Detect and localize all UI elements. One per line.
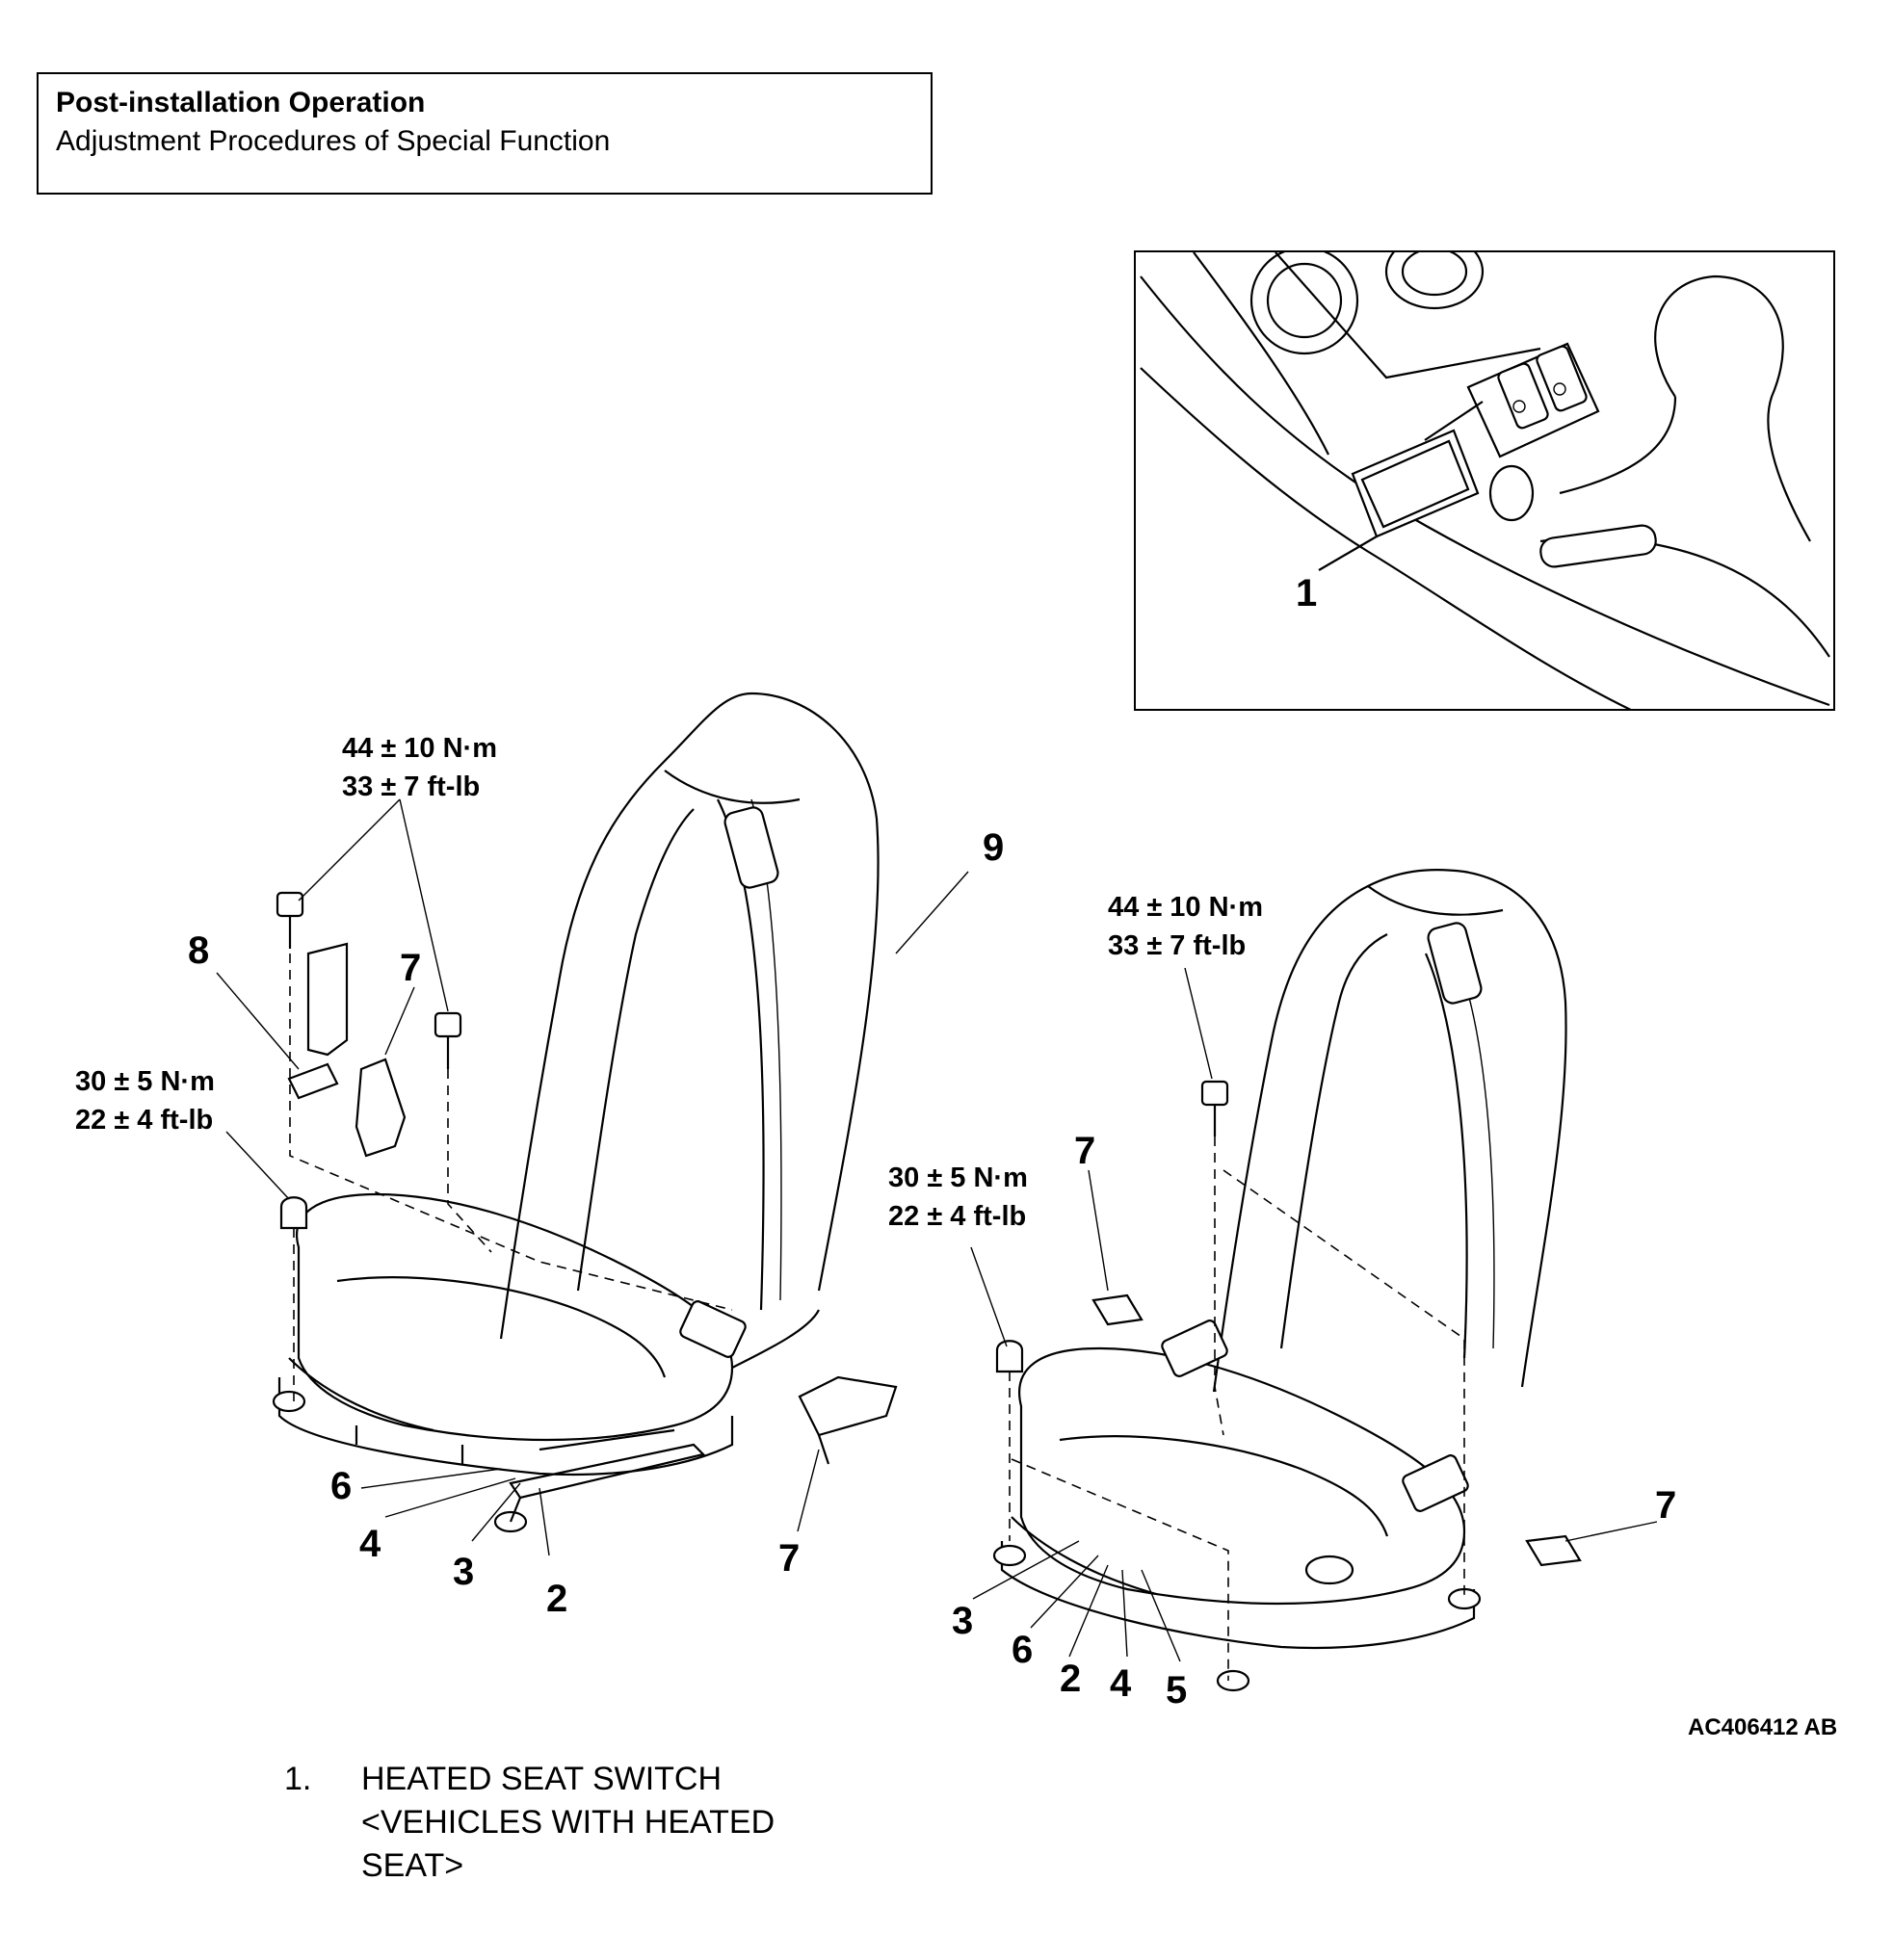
callout-6-left: 6 (330, 1465, 353, 1507)
callout-5-right: 5 (1166, 1669, 1188, 1712)
seat-assembly-drawing (216, 692, 1658, 1692)
callout-7-right-upper: 7 (1074, 1130, 1096, 1172)
callout-7-left-cover: 7 (400, 947, 422, 989)
left-lower-torque-nm: 30 ± 5 N·m (75, 1066, 215, 1097)
callout-2-left: 2 (546, 1578, 568, 1620)
console-drawing (1140, 252, 1830, 709)
legend-item: 1. HEATED SEAT SWITCH <VEHICLES WITH HEA… (284, 1758, 862, 1888)
legend-number: 1. (284, 1761, 312, 1797)
left-upper-torque-ftlb: 33 ± 7 ft-lb (342, 771, 481, 802)
left-lower-torque-ftlb: 22 ± 4 ft-lb (75, 1105, 214, 1136)
legend-text: HEATED SEAT SWITCH <VEHICLES WITH HEATED… (361, 1761, 776, 1884)
left-upper-torque-nm: 44 ± 10 N·m (342, 733, 497, 764)
callout-7-left-connector: 7 (778, 1537, 801, 1580)
figure-id: AC406412 AB (1688, 1714, 1838, 1740)
callout-2-right: 2 (1060, 1658, 1082, 1700)
callout-7-right-lower: 7 (1655, 1484, 1677, 1527)
callout-9-left: 9 (983, 826, 1005, 869)
inset-callout-1: 1 (1296, 572, 1318, 614)
right-upper-torque-ftlb: 33 ± 7 ft-lb (1108, 930, 1247, 961)
right-upper-torque-nm: 44 ± 10 N·m (1108, 892, 1263, 923)
callout-8-left: 8 (188, 929, 210, 972)
callout-6-right: 6 (1012, 1629, 1034, 1671)
header-title: Post-installation Operation (56, 87, 426, 118)
header-subtitle: Adjustment Procedures of Special Functio… (56, 125, 611, 157)
callout-3-right: 3 (952, 1600, 974, 1642)
callout-3-left: 3 (453, 1551, 475, 1593)
heated-seat-switch-inset: 1 (1134, 250, 1835, 711)
right-lower-torque-nm: 30 ± 5 N·m (888, 1163, 1028, 1193)
right-lower-torque-ftlb: 22 ± 4 ft-lb (888, 1201, 1027, 1232)
header-box: Post-installation Operation Adjustment P… (37, 72, 933, 195)
callout-4-left: 4 (359, 1523, 381, 1565)
callout-4-right: 4 (1110, 1662, 1132, 1705)
